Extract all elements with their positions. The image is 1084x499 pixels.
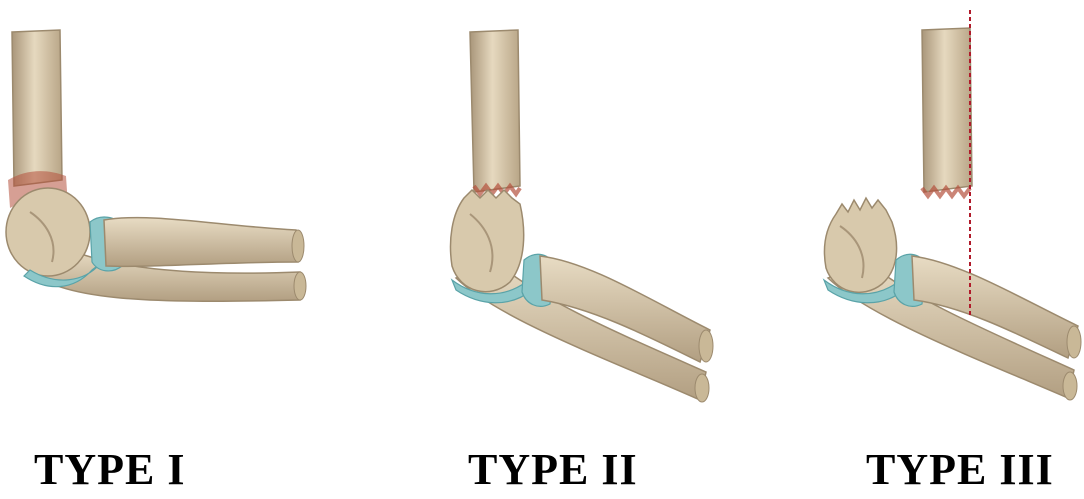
type-i-label: TYPE I: [34, 448, 185, 492]
humerus-shaft: [922, 28, 972, 192]
humerus-shaft: [12, 30, 62, 186]
radius: [104, 218, 298, 267]
type-iii-panel: [810, 0, 1084, 499]
elbow-type-ii-illustration: [430, 0, 730, 499]
condyle-fragment: [824, 198, 896, 292]
type-i-panel: [0, 0, 340, 499]
type-ii-label: TYPE II: [468, 448, 638, 492]
elbow-type-i-illustration: [0, 0, 340, 499]
condyle-fragment-top: [451, 190, 524, 292]
humerus-shaft: [470, 30, 520, 192]
type-iii-label: TYPE III: [866, 448, 1054, 492]
elbow-type-iii-illustration: [810, 0, 1084, 499]
type-ii-panel: [430, 0, 730, 499]
